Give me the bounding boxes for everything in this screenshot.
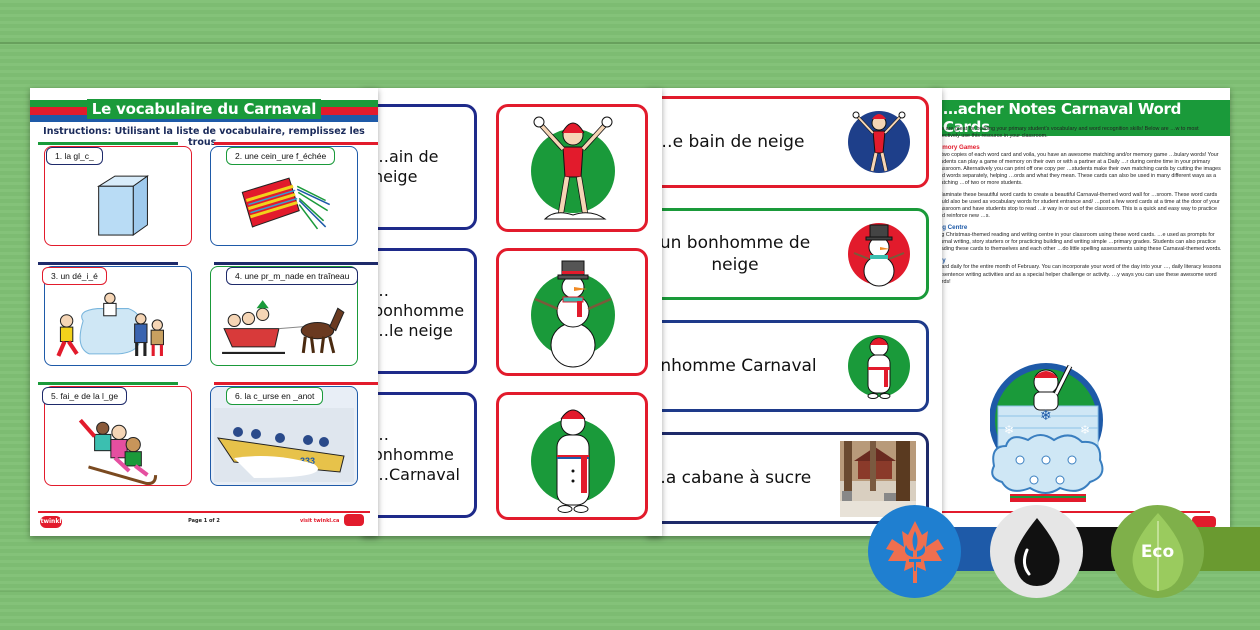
word-card-text: un bonhomme de neige: [659, 233, 811, 275]
word-card-text: …ain de neige: [373, 147, 439, 186]
bonhomme-ice-palace-illustration: ❄ ❄ ❄: [990, 363, 1104, 502]
section-body: …laminate these beautiful word cards to …: [936, 191, 1220, 220]
section-body: …g Christmas-themed reading and writing …: [936, 231, 1222, 253]
section-body: …ard daily for the entire month of Febru…: [936, 264, 1222, 285]
snow-bather-icon: [533, 116, 613, 220]
worksheet-instructions: Instructions: Utilisant la liste de voca…: [43, 126, 365, 148]
teacher-notes-body: …s are great for building your primary s…: [936, 126, 1222, 286]
horizontal-word-cards-page: …e bain de neige un bonhomme de neige: [647, 88, 942, 536]
snowman-picture: [844, 219, 914, 289]
eco-label: Eco: [1140, 541, 1175, 562]
word-card[interactable]: …a cabane à sucre: [647, 432, 929, 524]
worksheet-item: 6. la c_urse en _anot 333: [204, 382, 378, 486]
picture-card-bonhomme-carnaval[interactable]: [496, 392, 648, 520]
worksheet-item: 3. un dé_i_é: [38, 262, 192, 366]
svg-text:❄: ❄: [1040, 407, 1052, 423]
ice-cube-icon: [96, 175, 150, 237]
section-body: …two copies of each word card and voila,…: [936, 151, 1221, 187]
fill-in-blank-label[interactable]: 4. une pr_m_nade en traîneau: [226, 267, 359, 285]
footer-url: visit twinkl.ca: [300, 518, 340, 524]
worksheet-item: 5. fai_e de la l_ge: [38, 382, 192, 486]
children-playing-snow-icon: [56, 292, 164, 357]
word-card[interactable]: …bonhomme …le neige: [362, 248, 477, 374]
word-card[interactable]: …e bain de neige: [647, 96, 929, 188]
word-card-text: …nhomme Carnaval: [647, 356, 817, 376]
worksheet-title: Le vocabulaire du Carnaval: [30, 100, 378, 118]
worksheet-item: 4. une pr_m_nade en traîneau: [204, 262, 378, 366]
worksheet-page: Le vocabulaire du Carnaval Instructions:…: [30, 88, 378, 536]
svg-text:❄: ❄: [1004, 423, 1014, 437]
word-card-text: …bonhomme …le neige: [373, 281, 465, 340]
wood-plank-line: [0, 42, 1260, 44]
section-heading: …y: [936, 257, 1222, 264]
fill-in-blank-label[interactable]: 3. un dé_i_é: [42, 267, 107, 285]
bonhomme-carnaval-icon: [556, 409, 590, 513]
word-card[interactable]: …onhomme …Carnaval: [362, 392, 477, 518]
section-heading: …g Centre: [936, 224, 968, 232]
worksheet-item: 2. une cein_ure f_échée: [204, 142, 378, 246]
teacher-notes-page: …acher Notes Carnaval Word Cards …s are …: [930, 88, 1230, 536]
worksheet-title-text: Le vocabulaire du Carnaval: [87, 100, 321, 118]
footer-line: [930, 511, 1210, 513]
worksheet-item: 1. la gl_c_: [38, 142, 192, 246]
word-card-text: …onhomme …Carnaval: [373, 425, 460, 484]
fill-in-blank-label[interactable]: 6. la c_urse en _anot: [226, 387, 324, 405]
fill-in-blank-label[interactable]: 2. une cein_ure f_échée: [226, 147, 336, 165]
leaf-icon: [1132, 513, 1184, 591]
arrow-sash-icon: [241, 177, 331, 230]
picture-cards-page: …ain de neige …bonhomme …le neige …onhom…: [362, 88, 662, 536]
twinkl-logo: [1192, 516, 1216, 528]
twinkl-logo: twinkl: [40, 516, 62, 528]
footer-line: [38, 511, 370, 513]
ink-drop-icon: [1013, 517, 1060, 586]
twinkl-logo: [344, 514, 364, 526]
word-card[interactable]: un bonhomme de neige: [647, 208, 929, 300]
word-card-text: …e bain de neige: [655, 132, 805, 152]
bonhomme-carnaval-picture: [844, 331, 914, 401]
quebec-maple-leaf-badge[interactable]: [868, 505, 961, 598]
intro-text: …s are great for building your primary s…: [936, 126, 1199, 140]
svg-text:❄: ❄: [1080, 423, 1090, 437]
teacher-notes-title: …acher Notes Carnaval Word Cards: [940, 100, 1230, 136]
word-card[interactable]: …ain de neige: [362, 104, 477, 230]
ink-drop-badge[interactable]: [990, 505, 1083, 598]
horse-sleigh-ride-icon: [222, 300, 345, 354]
section-heading: …mory Games: [936, 144, 980, 152]
page-number: Page 1 of 2: [188, 518, 220, 524]
word-card-text: …a cabane à sucre: [648, 468, 812, 488]
maple-leaf-fleur-de-lis-icon: [885, 520, 944, 583]
fill-in-blank-label[interactable]: 5. fai_e de la l_ge: [42, 387, 128, 405]
snowman-icon: [534, 260, 612, 368]
eco-badge[interactable]: Eco: [1111, 505, 1204, 598]
sugar-shack-picture: [840, 441, 916, 517]
word-card[interactable]: …nhomme Carnaval: [647, 320, 929, 412]
snow-bather-picture: [844, 107, 914, 177]
kids-on-toboggan-icon: [78, 418, 158, 486]
wood-plank-line: [0, 590, 1260, 592]
canoe-race-icon: 333: [214, 408, 354, 482]
picture-card-snowman[interactable]: [496, 248, 648, 376]
fill-in-blank-label[interactable]: 1. la gl_c_: [46, 147, 103, 165]
svg-text:333: 333: [300, 456, 315, 466]
picture-card-snow-bather[interactable]: [496, 104, 648, 232]
